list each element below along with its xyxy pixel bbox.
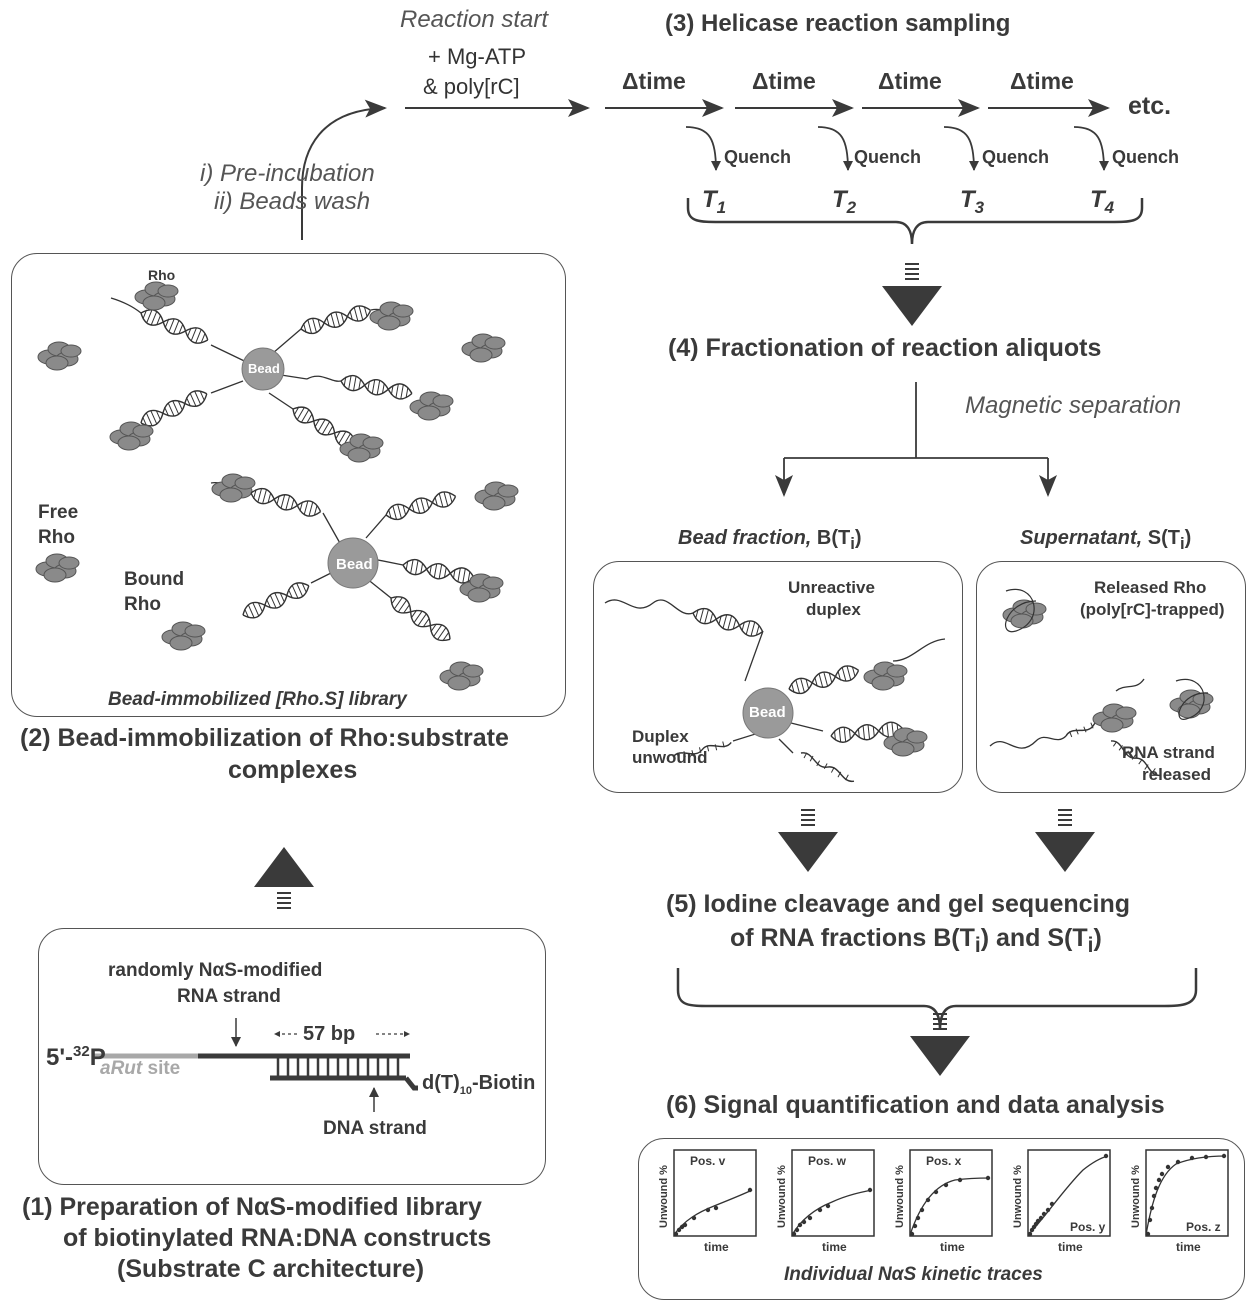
quench-4: Quench [1112,147,1180,167]
ylabel-3: Unwound % [894,1165,906,1228]
library-box [11,253,566,717]
reaction-start-label: Reaction start [400,6,549,33]
step1-line2: of biotinylated RNA:DNA constructs [63,1224,492,1252]
trace-label-z: Pos. z [1186,1220,1221,1234]
time-t4: T4 [1090,186,1115,217]
time-t3: T3 [960,186,985,217]
step1-line3: (Substrate C architecture) [117,1255,425,1283]
quench-3: Quench [982,147,1050,167]
library-caption: Bead-immobilized [Rho.S] library [108,689,407,710]
five-prime-label: 5'-32P [46,1043,106,1071]
bead-fraction-illustration [604,599,946,786]
down-arrow-to-step4 [881,263,943,327]
free-rho-label: Rho [38,527,75,548]
reagent-polyrc: & poly[rC] [423,74,520,99]
supernatant-title: Supernatant, S(Ti) [1020,527,1192,553]
time-t2: T2 [832,186,857,217]
xlabel-4: time [1058,1240,1083,1254]
random-label-1: randomly NαS-modified [108,960,323,981]
rna-bracket [676,968,1198,1031]
released-rho-label-2: (poly[rC]-trapped) [1080,600,1225,619]
bead-label-top: Bead [248,361,280,376]
reagent-mgatp: + Mg-ATP [428,44,527,69]
biotin-label: d(T)10-Biotin [422,1072,536,1097]
bead-label-bottom: Bead [336,556,373,573]
library-illustration [35,281,519,691]
kinetic-traces [673,1149,1229,1237]
step4-title: (4) Fractionation of reaction aliquots [668,334,1102,362]
unreactive-label-2: duplex [806,600,861,619]
xlabel-3: time [940,1240,965,1254]
quench-arrows [685,126,1109,171]
arut-site-label: aRut site [100,1058,181,1079]
traces-caption: Individual NαS kinetic traces [784,1264,1043,1285]
trace-panel-v [673,1149,757,1237]
down-arrow-super [1034,809,1096,873]
traces-box [638,1138,1245,1300]
unwound-label-1: Duplex [632,727,689,746]
magnetic-separation-label: Magnetic separation [965,392,1182,419]
xlabel-1: time [704,1240,729,1254]
fraction-split-lines [775,382,1057,497]
unwound-label-2: unwound [632,748,708,767]
unreactive-label-1: Unreactive [788,578,875,597]
beads-wash-label: ii) Beads wash [214,188,371,215]
supernatant-box [976,561,1246,793]
bound-rho-label: Rho [124,594,161,615]
step5-line2: of RNA fractions B(Ti) and S(Ti) [730,924,1102,957]
supernatant-illustration [989,588,1214,780]
trace-label-w: Pos. w [808,1154,847,1168]
trace-panel-z [1145,1149,1229,1237]
trace-panel-w [791,1149,875,1237]
bp-label: 57 bp [303,1023,356,1045]
down-arrow-to-step6 [909,1013,971,1077]
bound-label: Bound [124,569,185,590]
dtime-2: Δtime [752,68,816,94]
bead-label-fraction: Bead [749,704,786,721]
preincubation-label: i) Pre-incubation [200,160,375,187]
step6-title: (6) Signal quantification and data analy… [666,1091,1165,1119]
bead-fraction-title: Bead fraction, B(Ti) [678,527,862,553]
ylabel-2: Unwound % [776,1165,788,1228]
rho-label: Rho [148,267,176,283]
step2-title-line1: (2) Bead-immobilization of Rho:substrate [20,724,509,752]
preinc-arrow [301,99,387,240]
ylabel-5: Unwound % [1130,1165,1142,1228]
up-arrow-to-step2 [254,847,314,909]
dtime-4: Δtime [1010,68,1074,94]
dtime-1: Δtime [622,68,686,94]
rna-released-label-1: RNA strand [1122,743,1215,762]
quench-2: Quench [854,147,922,167]
etc-label: etc. [1128,92,1172,120]
trace-label-v: Pos. v [690,1154,726,1168]
step3-title: (3) Helicase reaction sampling [665,10,1011,37]
random-label-2: RNA strand [177,986,281,1007]
ylabel-1: Unwound % [658,1165,670,1228]
dna-strand-label: DNA strand [323,1118,427,1139]
xlabel-5: time [1176,1240,1201,1254]
ylabel-4: Unwound % [1012,1165,1024,1228]
quench-1: Quench [724,147,792,167]
sampling-bracket [686,198,1144,245]
xlabel-2: time [822,1240,847,1254]
free-label: Free [38,502,79,523]
trace-panel-x [909,1149,993,1237]
down-arrow-bead [777,809,839,873]
step2-title-line2: complexes [228,756,358,784]
rna-released-label-2: released [1142,765,1211,784]
trace-label-x: Pos. x [926,1154,962,1168]
step5-line1: (5) Iodine cleavage and gel sequencing [666,890,1131,918]
released-rho-label-1: Released Rho [1094,578,1207,597]
dtime-3: Δtime [878,68,942,94]
step1-line1: (1) Preparation of NαS-modified library [22,1193,482,1221]
construct-illustration [94,1018,418,1112]
trace-label-y: Pos. y [1070,1220,1106,1234]
trace-panel-y [1027,1149,1111,1237]
time-t1: T1 [702,186,727,217]
